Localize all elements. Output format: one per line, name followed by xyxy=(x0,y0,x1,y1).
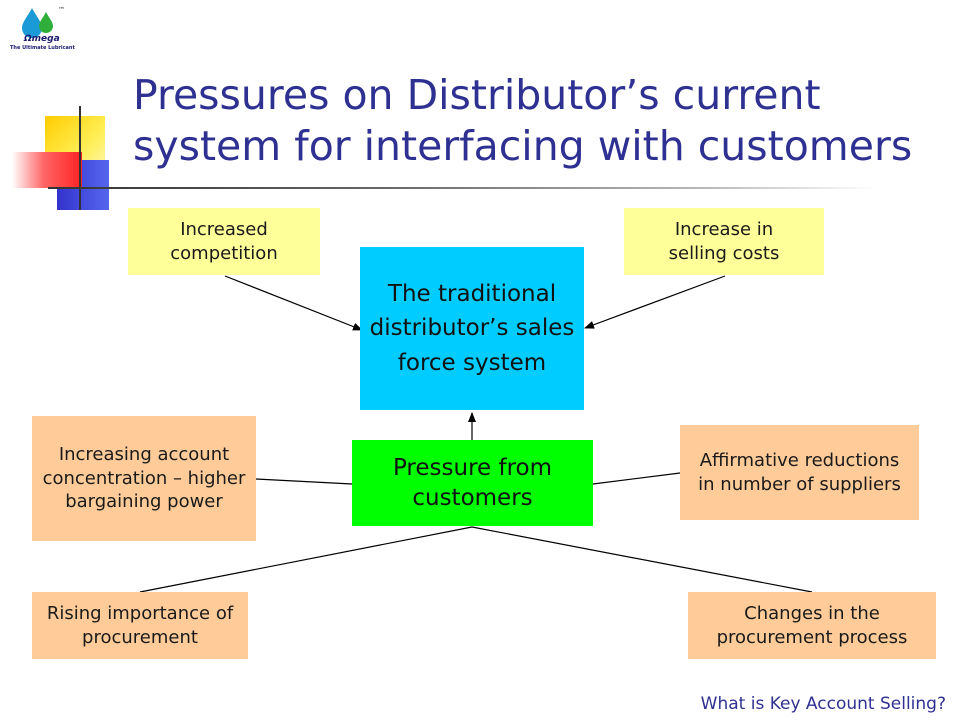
line-procurement-importance xyxy=(139,526,473,593)
box-account-concentration: Increasing account concentration – highe… xyxy=(32,416,256,541)
arrow-costs-to-center xyxy=(584,275,726,329)
page-title: Pressures on Distributor’s current syste… xyxy=(133,71,913,171)
title-underline xyxy=(48,187,878,189)
decor-square-red xyxy=(12,152,82,188)
box-affirmative-reductions: Affirmative reductions in number of supp… xyxy=(680,425,919,520)
arrow-competition-to-center xyxy=(224,275,363,331)
box-increased-competition: Increased competition xyxy=(128,208,320,275)
footer-link[interactable]: What is Key Account Selling? xyxy=(700,694,946,714)
decor-vertical-line xyxy=(79,106,81,210)
logo-trademark: ™ xyxy=(58,6,65,14)
logo-tagline: The Ultimate Lubricant xyxy=(10,45,75,51)
oil-drop-icon xyxy=(22,8,53,38)
box-changes-procurement-process: Changes in the procurement process xyxy=(688,592,936,659)
box-pressure-from-customers: Pressure from customers xyxy=(352,440,593,526)
box-rising-importance-procurement: Rising importance of procurement xyxy=(32,592,248,659)
line-affirmative xyxy=(592,472,681,485)
logo-brand: Ωmega xyxy=(24,34,60,44)
box-traditional-sales-force: The traditional distributor’s sales forc… xyxy=(360,247,584,410)
omega-logo: ™ Ωmega The Ultimate Lubricant xyxy=(10,4,75,54)
box-increase-selling-costs: Increase in selling costs xyxy=(624,208,824,275)
line-procurement-process xyxy=(471,526,813,593)
line-concentration xyxy=(255,478,353,485)
